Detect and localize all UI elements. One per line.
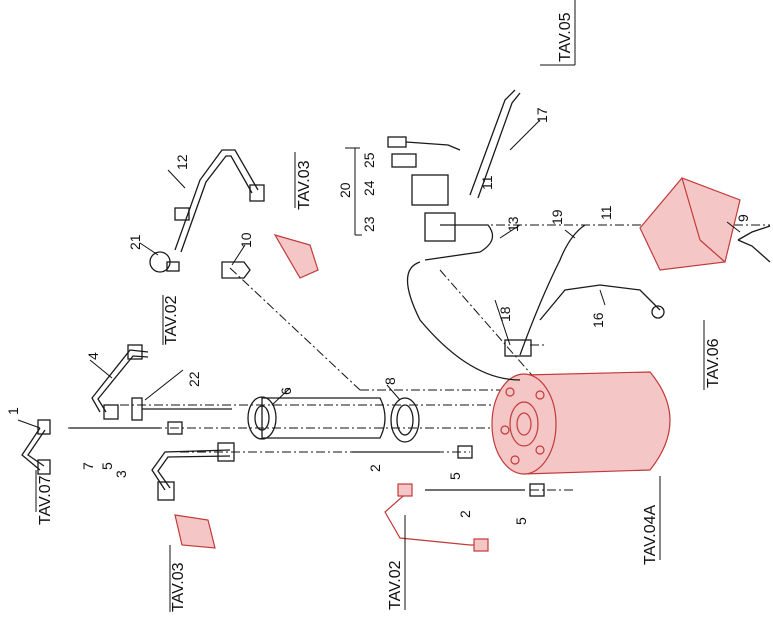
part-label-4: 4 — [85, 352, 101, 360]
part-label-24: 24 — [361, 180, 377, 196]
gasket-inner — [396, 404, 414, 436]
part-label-11b: 11 — [598, 205, 614, 220]
part-label-25: 25 — [361, 152, 377, 168]
pipes-and-fittings — [21, 89, 771, 552]
part-label-6: 6 — [278, 387, 294, 395]
distributor-reference-part — [639, 177, 741, 271]
part-label-17: 17 — [534, 107, 550, 123]
part-label-16: 16 — [590, 312, 606, 328]
part-label-23: 23 — [361, 216, 377, 232]
part-label-1: 1 — [5, 407, 21, 415]
ref-label-tav04a: TAV.04A — [642, 504, 659, 565]
part-label-18: 18 — [497, 306, 513, 322]
part-label-2: 2 — [367, 464, 383, 472]
part-label-19: 19 — [549, 209, 565, 225]
ref-label-tav02-top: TAV.02 — [163, 295, 180, 345]
part-label-10: 10 — [238, 232, 254, 248]
ref-label-tav05: TAV.05 — [557, 12, 574, 62]
part-label-7: 7 — [80, 462, 96, 470]
leader-lines — [17, 119, 741, 429]
cylinder-reference-part — [491, 371, 671, 475]
part-label-5: 5 — [99, 462, 115, 470]
ref-label-tav03-bottom: TAV.03 — [170, 562, 187, 612]
part-label-11: 11 — [479, 175, 495, 190]
part-number-labels: 1 2 2 3 4 5 5 5 6 7 8 9 10 11 11 12 13 1… — [5, 107, 751, 525]
filter-tube — [247, 396, 386, 440]
part-label-5b: 5 — [447, 472, 463, 480]
ref-label-tav02-bottom: TAV.02 — [387, 560, 404, 610]
part-label-9: 9 — [735, 214, 751, 222]
gasket — [390, 397, 420, 443]
part-label-5c: 5 — [513, 517, 529, 525]
ref-label-tav07: TAV.07 — [37, 475, 54, 525]
part-label-20: 20 — [337, 182, 353, 198]
part-label-13: 13 — [505, 216, 521, 232]
part-label-12: 12 — [174, 154, 190, 170]
part-label-21: 21 — [127, 234, 143, 250]
part-label-22: 22 — [186, 371, 202, 387]
part-label-2b: 2 — [457, 510, 473, 518]
reference-brackets — [35, 0, 705, 612]
part-label-8: 8 — [382, 377, 398, 385]
assembly-centerlines — [68, 224, 770, 491]
ref-label-tav03-top: TAV.03 — [296, 160, 313, 210]
part-label-3: 3 — [113, 470, 129, 478]
reference-labels: TAV.07 TAV.02 TAV.02 TAV.03 TAV.03 TAV.0… — [37, 12, 722, 612]
ref-label-tav06: TAV.06 — [705, 338, 722, 388]
